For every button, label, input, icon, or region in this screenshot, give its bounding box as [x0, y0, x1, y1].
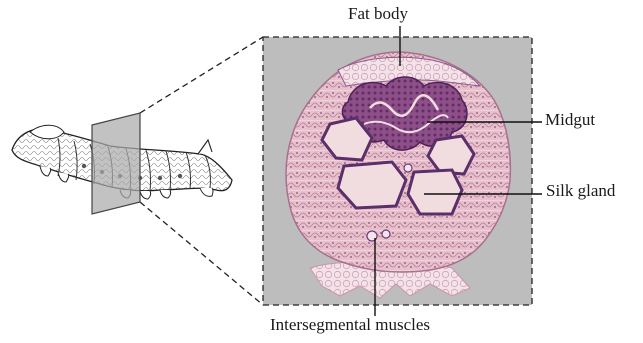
- silk-gland-label: Silk gland: [546, 181, 615, 201]
- intersegmental-muscles-label: Intersegmental muscles: [270, 315, 430, 335]
- section-slab: [92, 113, 140, 214]
- section-panel: [263, 37, 532, 305]
- fat-body-label: Fat body: [348, 4, 408, 24]
- midgut-label: Midgut: [545, 110, 595, 130]
